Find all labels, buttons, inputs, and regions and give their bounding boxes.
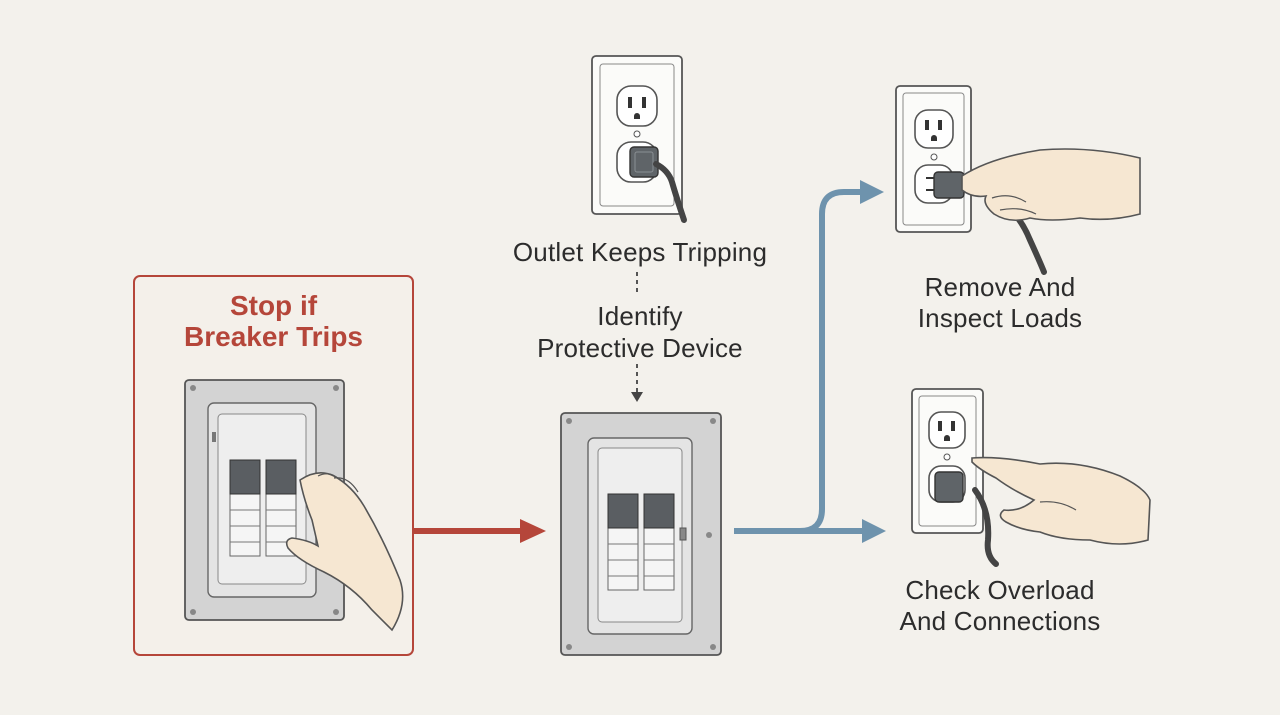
breaker-panel-icon	[560, 412, 722, 656]
outlet-trips-label: Outlet Keeps Tripping	[512, 237, 768, 267]
wall-outlet-icon	[895, 85, 972, 233]
check-label-line1: Check Overload	[905, 575, 1095, 605]
remove-label-line1: Remove And	[924, 272, 1076, 302]
stop-title-line1: Stop if	[229, 290, 318, 321]
plug-icon	[934, 471, 999, 567]
hand-icon	[961, 148, 1141, 222]
plug-icon	[629, 146, 687, 223]
check-label-line2: And Connections	[899, 606, 1101, 636]
hand-icon	[285, 472, 404, 632]
identify-label-line2: Protective Device	[537, 333, 743, 363]
hand-icon	[971, 456, 1151, 545]
remove-label-line2: Inspect Loads	[917, 303, 1083, 333]
wall-outlet-icon	[591, 55, 683, 215]
identify-label-line1: Identify	[597, 301, 683, 331]
stop-title-line2: Breaker Trips	[184, 321, 363, 352]
